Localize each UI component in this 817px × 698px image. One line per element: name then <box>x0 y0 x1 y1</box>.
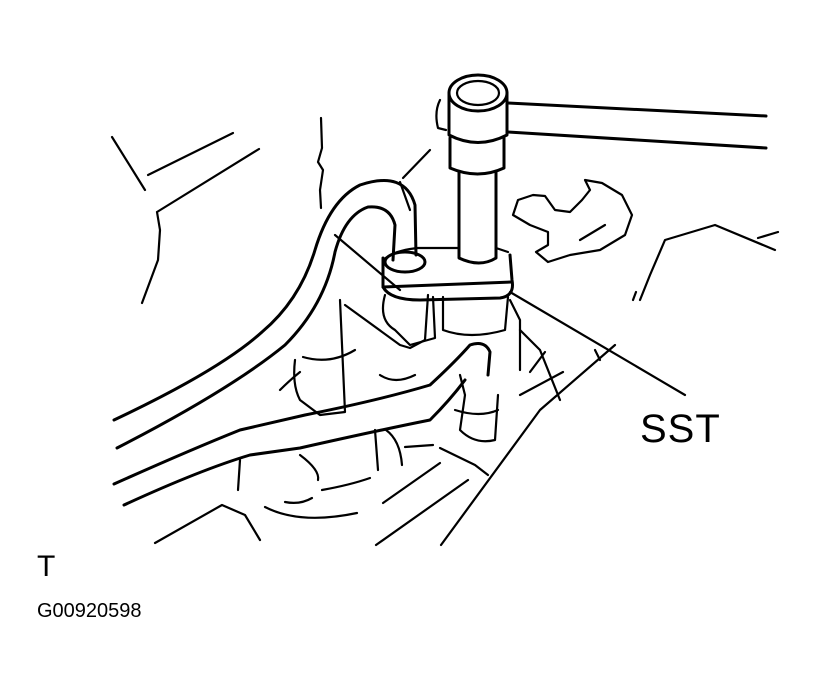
fuel-injection-pipes <box>112 179 492 507</box>
cylinder-head-outline <box>511 178 780 302</box>
engine-block-outline <box>110 116 432 305</box>
sst-leader-line <box>508 290 687 397</box>
view-label: T <box>37 550 56 583</box>
special-service-tool-wrench <box>381 73 768 302</box>
figure-id: G00920598 <box>37 600 142 622</box>
sst-callout-label: SST <box>640 407 721 451</box>
lower-block-outline <box>153 328 617 547</box>
injector-nozzles <box>278 293 522 477</box>
